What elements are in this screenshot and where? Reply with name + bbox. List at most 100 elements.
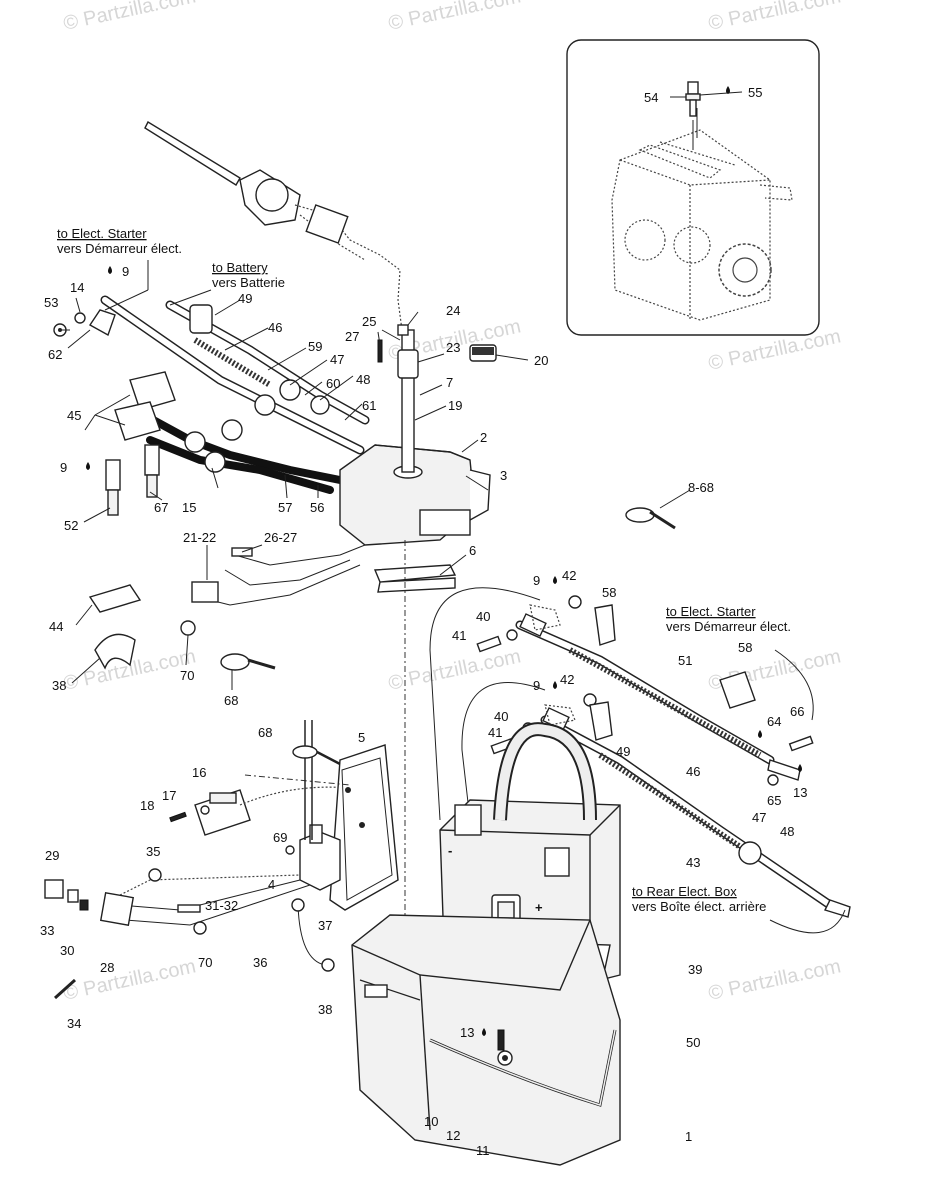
callout: 30 [60,943,74,958]
tie-wrap-icon [625,507,676,530]
callout: 64 [767,714,781,729]
callout: 8-68 [688,480,714,495]
note-starter-top: to Elect. Starter vers Démarreur élect. [57,226,182,256]
callout: 41 [452,628,466,643]
droplet-icons [86,86,802,1036]
callout: 58 [602,585,616,600]
callout: 18 [140,798,154,813]
battery-cables [476,595,851,918]
ring-terminal-icon [193,921,207,935]
callout: 68 [258,725,272,740]
callout: 34 [67,1016,81,1031]
callout: 12 [446,1128,460,1143]
callout: 55 [748,85,762,100]
callout: 38 [52,678,66,693]
callout: 9 [60,460,67,475]
callout: 13 [793,785,807,800]
rectifier-icon [194,789,251,836]
callout: 37 [318,918,332,933]
ring-terminal-icon [321,958,335,972]
terminal-icon [79,899,89,911]
tie-wrap-icon [292,745,318,759]
callout: 43 [686,855,700,870]
callout: 61 [362,398,376,413]
callout: 11 [476,1143,490,1158]
note-rear-box: to Rear Elect. Box vers Boîte élect. arr… [632,884,766,914]
callout: 60 [326,376,340,391]
battery-holder-icon [351,914,621,1166]
callout: 27 [345,329,359,344]
callout: 45 [67,408,81,423]
grommet-icon [148,868,162,882]
callout: 25 [362,314,376,329]
callout: 15 [182,500,196,515]
pin-icon [377,339,383,363]
callout: 47 [752,810,766,825]
callout: 42 [560,672,574,687]
callout: 36 [253,955,267,970]
watermark: © Partzilla.com [706,325,842,375]
callout: 52 [64,518,78,533]
callout: 53 [44,295,58,310]
droplet-icon [482,1028,486,1036]
svg-text:to Elect. Starter: to Elect. Starter [666,604,756,619]
svg-text:vers Boîte élect. arrière: vers Boîte élect. arrière [632,899,766,914]
callout: 54 [644,90,658,105]
callout: 41 [488,725,502,740]
callout: 47 [330,352,344,367]
seal-icon [67,889,79,903]
droplet-icon [553,576,557,584]
battery-minus-sign: - [448,843,452,858]
bolt-icon [497,1029,505,1051]
battery-plus-sign: + [535,900,543,915]
callout: 62 [48,347,62,362]
callout: 1 [685,1129,692,1144]
callout: 40 [476,609,490,624]
clip-icon [94,633,136,670]
connector-icon [99,891,135,927]
svg-text:vers Batterie: vers Batterie [212,275,285,290]
note-starter-right: to Elect. Starter vers Démarreur élect. [666,604,791,634]
watermark: © Partzilla.com [386,645,522,695]
callout: 44 [49,619,63,634]
callout: 50 [686,1035,700,1050]
callout: 38 [318,1002,332,1017]
ignition-coil-icon [299,720,341,891]
wire-terminal-icon [177,904,201,913]
rubber-block-icon [88,584,142,613]
temperature-sensor-icon [685,81,701,117]
callout: 6 [469,543,476,558]
callout: 68 [224,693,238,708]
droplet-icon [553,681,557,689]
callout: 69 [273,830,287,845]
callout: 2 [480,430,487,445]
callout: 70 [198,955,212,970]
callout: 5 [358,730,365,745]
droplet-icon [108,266,112,274]
ignition-module-icon [329,744,399,911]
callout: 48 [356,372,370,387]
gasket-icon [373,564,457,593]
droplet-icon [758,730,762,738]
callout: 9 [533,678,540,693]
callout: 10 [424,1114,438,1129]
callout: 56 [310,500,324,515]
harness-assembly [53,121,403,516]
svg-text:to Rear Elect. Box: to Rear Elect. Box [632,884,737,899]
droplet-icon [726,86,730,94]
callout: 33 [40,923,54,938]
callout: 20 [534,353,548,368]
callout: 14 [70,280,84,295]
callout: 46 [268,320,282,335]
pin-icon [53,978,77,1000]
callout: 35 [146,844,160,859]
connector-block-icon [191,581,219,603]
callout: 7 [446,375,453,390]
leader-lines [60,91,743,690]
callout: 58 [738,640,752,655]
connector-icon [397,324,409,336]
callout: 65 [767,793,781,808]
watermark: © Partzilla.com [706,955,842,1005]
fuse-icon [469,344,497,362]
